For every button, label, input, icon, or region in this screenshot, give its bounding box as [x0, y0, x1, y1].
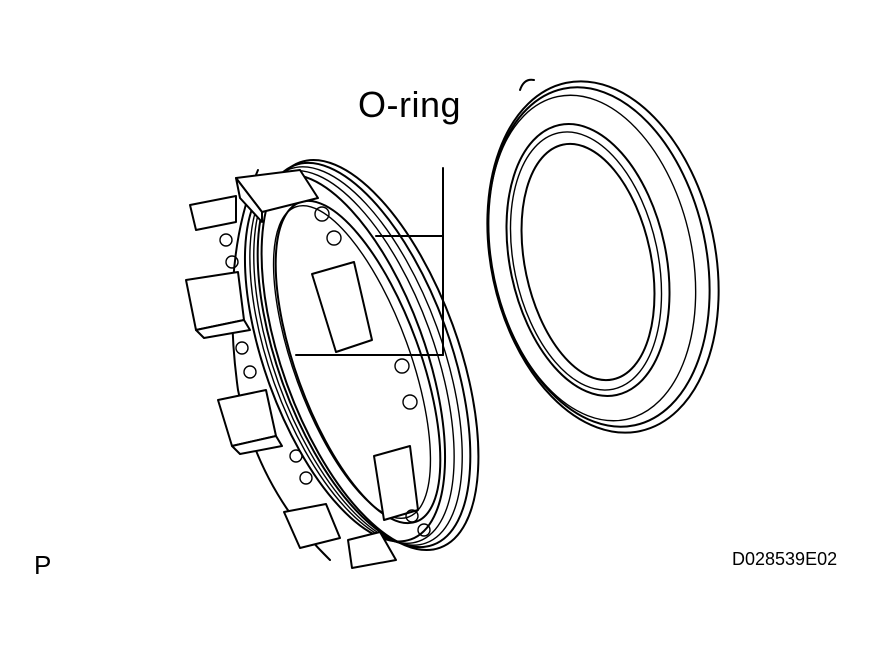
corner-letter: P — [34, 550, 52, 580]
oring-leader-lines — [295, 167, 444, 356]
oring-callout-label: O-ring — [358, 84, 462, 125]
seal-ring-drawing — [486, 78, 720, 434]
figure-id-code: D028539E02 — [732, 549, 838, 569]
clutch-drum-drawing — [185, 159, 480, 569]
